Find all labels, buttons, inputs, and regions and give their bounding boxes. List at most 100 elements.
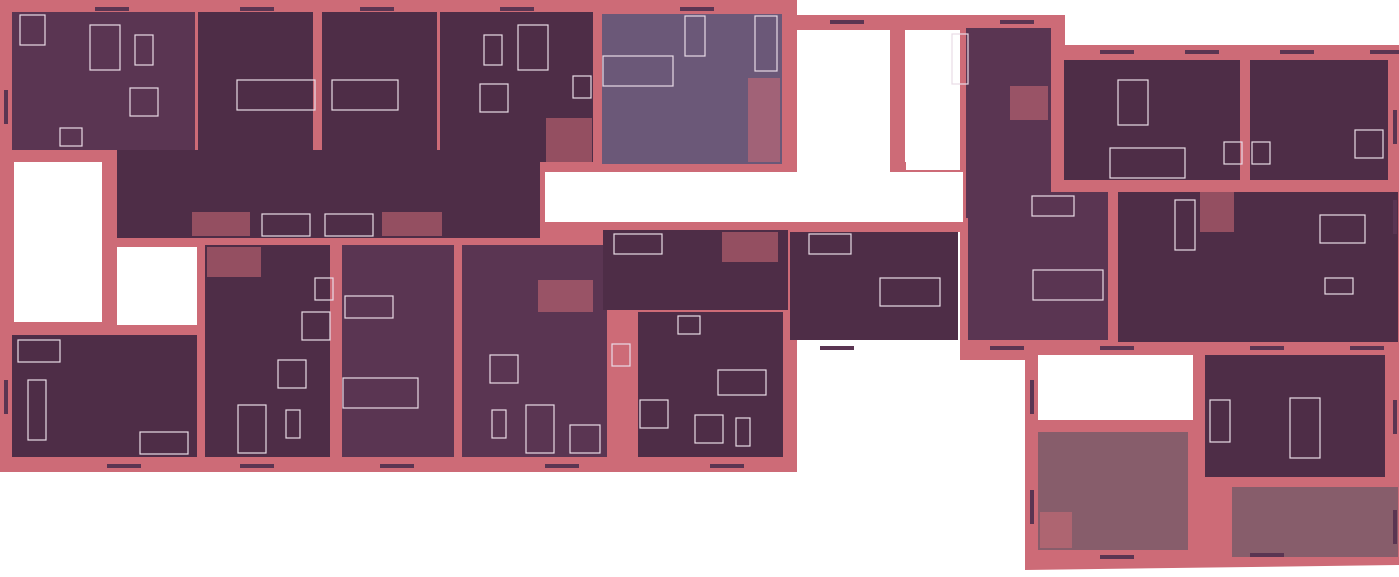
bathtub (324, 213, 374, 237)
storage-cupboard (722, 232, 778, 262)
sofa (1117, 79, 1149, 126)
room (1064, 60, 1240, 180)
bathtub (139, 431, 189, 455)
bathtub (1174, 199, 1196, 251)
window (240, 7, 274, 11)
open-area (14, 162, 102, 322)
bathtub (613, 233, 663, 255)
window (680, 7, 714, 11)
bed (879, 277, 941, 307)
window (1393, 200, 1397, 234)
bed (331, 79, 399, 111)
windows (4, 7, 1399, 559)
open-area (117, 247, 197, 325)
window (545, 464, 579, 468)
hob (59, 127, 83, 147)
room (790, 232, 958, 340)
window (1393, 110, 1397, 144)
room (12, 12, 195, 150)
room (1118, 192, 1398, 342)
bed (1289, 397, 1321, 459)
storage-cupboard (538, 280, 593, 312)
window (1100, 555, 1134, 559)
open-area (906, 30, 960, 170)
bed (27, 379, 47, 441)
sofa (717, 369, 767, 396)
room (1250, 60, 1388, 180)
sofa (237, 404, 267, 454)
hob (1251, 141, 1271, 165)
storage-cupboard (207, 247, 261, 277)
room (968, 192, 1108, 340)
room (1232, 487, 1398, 557)
bed (236, 79, 316, 111)
room (1205, 355, 1385, 477)
open-area (1038, 355, 1193, 420)
hob (677, 315, 701, 335)
storage-cupboard (1200, 192, 1234, 232)
window (1000, 20, 1034, 24)
table (301, 311, 331, 341)
window (830, 20, 864, 24)
hob (1223, 141, 1243, 165)
window (4, 380, 8, 414)
window (990, 346, 1024, 350)
armchair (277, 359, 307, 389)
window (95, 7, 129, 11)
window (4, 90, 8, 124)
wall-block (890, 15, 905, 170)
room (117, 150, 540, 238)
table (639, 399, 669, 429)
window (107, 464, 141, 468)
window (1370, 50, 1399, 54)
room (198, 12, 313, 150)
window (1393, 510, 1397, 544)
window (1280, 50, 1314, 54)
rooms (12, 12, 1398, 557)
storage-cupboard (546, 118, 592, 162)
bathtub (951, 33, 969, 85)
window (1250, 553, 1284, 557)
room (342, 245, 454, 457)
armchair (129, 87, 159, 117)
armchair (489, 354, 519, 384)
wardrobe (1209, 399, 1231, 443)
sofa (517, 24, 549, 71)
side-table (735, 417, 751, 447)
open-area (797, 30, 890, 222)
sofa (525, 404, 555, 454)
window (1250, 346, 1284, 350)
wall-block (1025, 555, 1399, 570)
table (19, 14, 46, 46)
side-table (483, 34, 503, 66)
room (966, 28, 1051, 218)
room (638, 312, 783, 457)
bathtub (754, 15, 778, 72)
storage-cupboard (748, 78, 780, 162)
counter (1109, 147, 1186, 179)
window (710, 464, 744, 468)
window (1185, 50, 1219, 54)
window (820, 346, 854, 350)
window (360, 7, 394, 11)
side-table (491, 409, 507, 439)
room (12, 335, 197, 457)
side-table (1031, 195, 1075, 217)
bed (342, 377, 419, 409)
hob (572, 75, 592, 99)
side-table (1324, 277, 1354, 295)
table (1354, 129, 1384, 159)
storage-cupboard (1040, 512, 1072, 548)
room (205, 245, 330, 457)
storage-cupboard (192, 212, 250, 236)
window (380, 464, 414, 468)
armchair (479, 83, 509, 113)
armchair (694, 414, 724, 444)
window (1030, 490, 1034, 524)
table (569, 424, 601, 454)
open-areas (14, 30, 1193, 420)
window (240, 464, 274, 468)
bed (1032, 269, 1104, 301)
wardrobe (684, 15, 706, 57)
